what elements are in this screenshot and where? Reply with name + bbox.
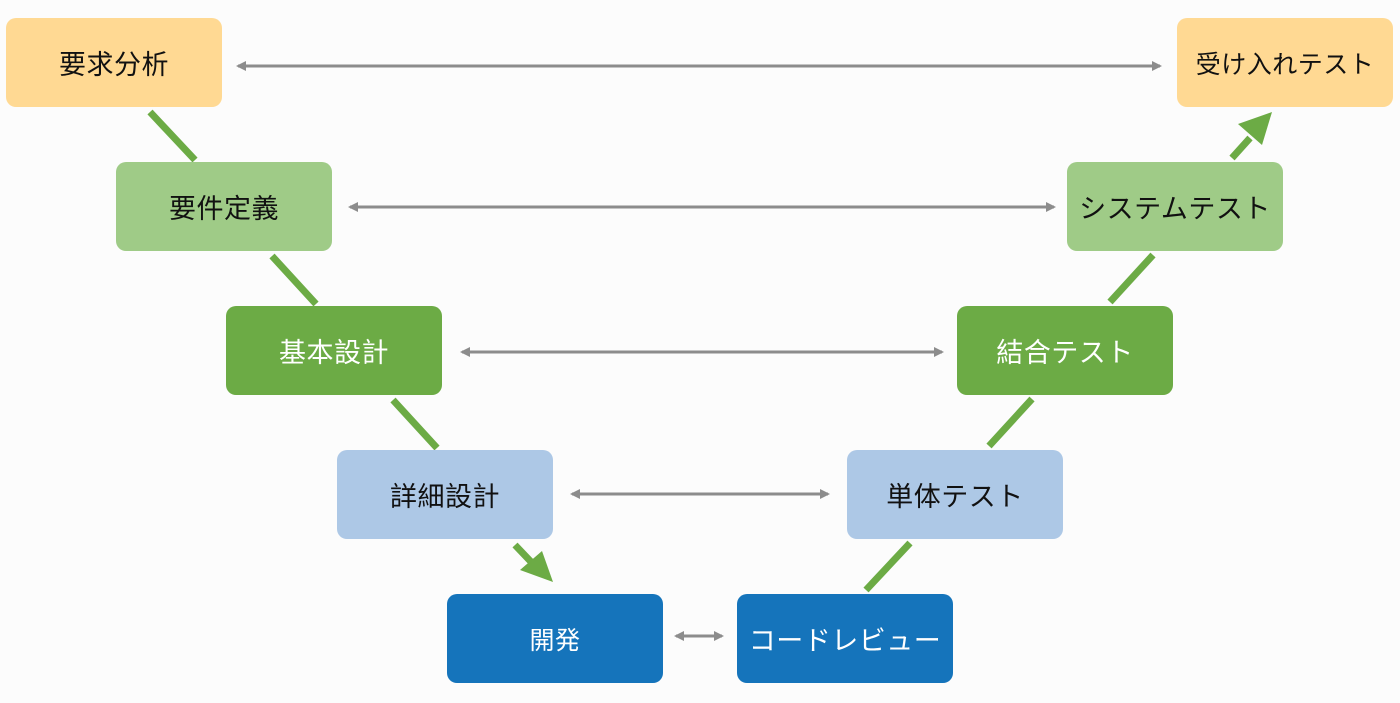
detailed-design-label: 詳細設計 [390, 482, 500, 513]
development-box: 開発 [447, 594, 663, 683]
requirements-analysis-box: 要求分析 [6, 18, 222, 107]
requirements-analysis-label: 要求分析 [59, 50, 169, 81]
system-test-box: システムテスト [1067, 162, 1283, 251]
unit-test-label: 単体テスト [886, 482, 1024, 513]
integration-test-box: 結合テスト [957, 306, 1173, 395]
requirements-definition-label: 要件定義 [169, 194, 279, 225]
unit-test-box: 単体テスト [847, 450, 1063, 539]
flow-arrowhead-up [1238, 112, 1272, 145]
acceptance-test-label: 受け入れテスト [1195, 49, 1375, 79]
flow-line-right-4 [1229, 135, 1253, 161]
flow-line-left-1 [147, 109, 198, 163]
detailed-design-box: 詳細設計 [337, 450, 553, 539]
code-review-label: コードレビュー [748, 626, 942, 657]
integration-test-label: 結合テスト [996, 338, 1134, 369]
flow-line-right-1 [863, 540, 913, 593]
requirements-definition-box: 要件定義 [116, 162, 332, 251]
flow-line-left-2 [269, 253, 319, 307]
acceptance-test-box: 受け入れテスト [1177, 18, 1393, 107]
basic-design-box: 基本設計 [226, 306, 442, 395]
flow-line-right-3 [1107, 252, 1156, 305]
flow-line-right-2 [986, 396, 1035, 449]
flow-arrowhead-down [520, 551, 553, 582]
system-test-label: システムテスト [1079, 194, 1271, 225]
development-label: 開発 [529, 625, 581, 655]
basic-design-label: 基本設計 [279, 338, 389, 369]
flow-line-left-3 [390, 397, 440, 451]
code-review-box: コードレビュー [737, 594, 953, 683]
